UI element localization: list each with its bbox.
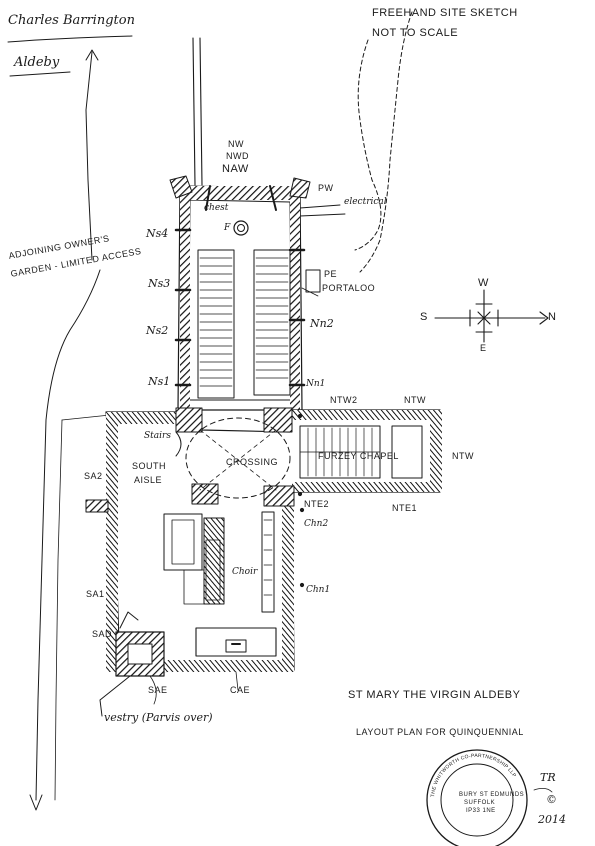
label-electrical: electrical [344,197,387,207]
stamp-ring-text: THE WHITWORTH CO-PARTNERSHIP LLP [430,753,517,798]
label-ntw-top: NTW [404,395,426,405]
label-sa1: SA1 [86,589,105,599]
signoff-copyright: © [546,793,557,806]
compass-north: N [548,311,557,323]
label-ns4: Ns4 [146,227,169,240]
title-line2: LAYOUT PLAN FOR QUINQUENNIAL [356,727,524,737]
label-pe: PE [324,269,338,279]
label-chest: chest [204,203,229,213]
sketch-note-line2: NOT TO SCALE [372,27,459,39]
compass-west: W [478,277,489,289]
compass-east: E [480,343,487,353]
stamp-line2: SUFFOLK [464,800,496,806]
sketch-note-line1: FREEHAND SITE SKETCH [372,7,518,19]
label-ns3: Ns3 [148,277,171,290]
label-cae: CAE [230,685,251,695]
label-nn1: Nn1 [306,379,326,389]
label-pw: PW [318,183,334,193]
compass-rose [434,289,549,343]
compass-south: S [420,311,428,323]
place-name: Aldeby [14,55,60,70]
label-nte1: NTE1 [392,503,418,513]
label-ns1: Ns1 [148,375,171,388]
label-south: SOUTH [132,461,166,471]
label-sa2: SA2 [84,471,103,481]
label-chn1: Chn1 [306,585,331,595]
label-furzey-chapel: FURZEY CHAPEL [318,451,399,461]
signoff-year: 2014 [538,813,566,826]
label-ntw-right: NTW [452,451,474,461]
label-choir: Choir [232,567,258,577]
label-ns2: Ns2 [146,324,169,337]
label-nte2: NTE2 [304,499,330,509]
label-ntw2: NTW2 [330,395,358,405]
label-crossing: CROSSING [226,457,279,467]
title-line1: ST MARY THE VIRGIN ALDEBY [348,689,521,701]
label-nwd: NWD [226,151,249,161]
label-chn2: Chn2 [304,519,329,529]
label-naw: NAW [222,163,249,175]
label-portaloo: PORTALOO [322,283,376,293]
label-sae: SAE [148,685,168,695]
label-font: F [224,223,231,233]
practice-stamp-seal [426,749,528,846]
label-sad: SAD [92,629,113,639]
label-nw: NW [228,139,244,149]
signoff-initials: TR [540,771,556,784]
architect-name: Charles Barrington [8,13,135,28]
label-nn2: Nn2 [310,317,334,330]
label-vestry: vestry (Parvis over) [104,711,213,724]
stamp-line3: IP33 1NE [466,808,496,814]
stamp-line1: BURY ST EDMUNDS [459,792,525,798]
label-aisle: AISLE [134,475,163,485]
label-stairs: Stairs [144,431,171,441]
